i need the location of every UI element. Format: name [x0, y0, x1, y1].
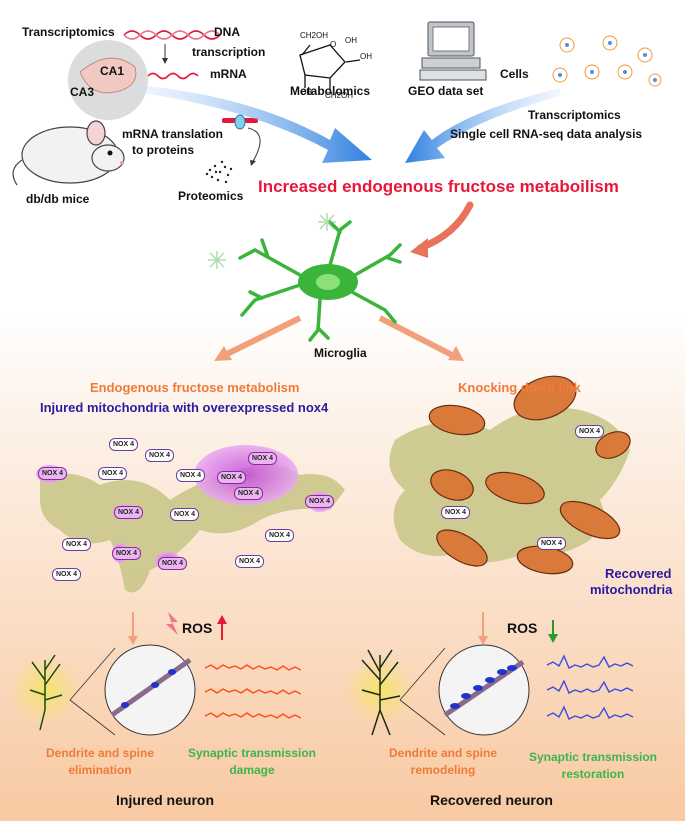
label-single-cell: Single cell RNA-seq data analysis [450, 127, 643, 141]
computer-icon [419, 21, 487, 81]
label-syn-right-1: Synaptic transmission [528, 750, 658, 764]
mouse-icon [12, 120, 125, 186]
synaptic-traces-damaged [204, 664, 302, 719]
label-mrna: mRNA [210, 67, 247, 81]
nox4-tag: NOX 4 [98, 467, 128, 480]
nox4-tag: NOX 4 [112, 547, 142, 560]
label-ca1: CA1 [100, 64, 125, 78]
nox4-tag: NOX 4 [158, 557, 188, 570]
label-transcriptomics-right: Transcriptomics [528, 108, 621, 122]
label-dend-left-2: elimination [68, 763, 132, 777]
label-ros-left: ROS [182, 620, 213, 636]
label-ch2oh-a: CH2OH [300, 31, 329, 40]
nox4-tag: NOX 4 [52, 568, 82, 581]
label-metabolomics: Metabolomics [290, 84, 371, 98]
small-microglia-icon [208, 213, 336, 269]
label-transcription: transcription [192, 45, 266, 59]
right-blue-arrow [405, 88, 560, 163]
label-oh-2: OH [345, 36, 357, 45]
ribosome-icon [222, 114, 261, 166]
injured-neuron-icon [29, 654, 63, 731]
mrna-icon [147, 72, 199, 80]
recovered-neuron-icon [361, 649, 401, 736]
label-microglia: Microglia [314, 346, 367, 360]
nox4-tag: NOX 4 [62, 538, 92, 551]
nox4-tag: NOX 4 [248, 452, 278, 465]
nox4-tag: NOX 4 [537, 537, 567, 550]
label-ros-right: ROS [507, 620, 538, 636]
nox4-tag: NOX 4 [38, 467, 68, 480]
injured-microglia-body [40, 463, 345, 593]
nox4-tag: NOX 4 [441, 506, 471, 519]
nox4-tag: NOX 4 [109, 438, 139, 451]
nox4-tag: NOX 4 [305, 495, 335, 508]
label-dend-right-2: remodeling [410, 763, 476, 777]
label-translation-1: mRNA translation [122, 127, 223, 141]
left-blue-arrow [135, 85, 372, 163]
fructose-structure-icon [299, 44, 361, 90]
synaptic-traces-restored [546, 654, 634, 720]
right-title: Knocking down khk [458, 380, 581, 395]
label-o-ring: O [330, 40, 337, 49]
label-recovered-1: Recovered [605, 566, 672, 581]
nox4-tag: NOX 4 [575, 425, 605, 438]
microglia-icon [238, 220, 402, 342]
lightning-icon [166, 612, 178, 635]
label-dend-left-1: Dendrite and spine [45, 746, 155, 760]
label-translation-2: to proteins [132, 143, 194, 157]
label-syn-left-1: Synaptic transmission [187, 746, 317, 760]
dna-helix-icon [123, 30, 221, 40]
label-syn-right-2: restoration [561, 767, 625, 781]
protein-dots-icon [205, 160, 233, 184]
label-dna: DNA [214, 25, 240, 39]
label-geo: GEO data set [408, 84, 484, 98]
nox4-tag: NOX 4 [234, 487, 264, 500]
label-dbdb: db/db mice [26, 192, 90, 206]
cells-icon [552, 35, 662, 87]
label-transcriptomics-top: Transcriptomics [22, 25, 115, 39]
recovered-mitochondria [428, 375, 631, 575]
label-proteomics: Proteomics [178, 189, 244, 203]
label-recovered-2: mitochondria [590, 582, 673, 597]
nox4-tag: NOX 4 [265, 529, 295, 542]
nox4-tag: NOX 4 [176, 469, 206, 482]
nox4-tag: NOX 4 [145, 449, 175, 462]
label-syn-left-2: damage [229, 763, 275, 777]
label-recovered-neuron: Recovered neuron [430, 792, 553, 808]
label-ch2oh-b: CH2OH [325, 91, 354, 100]
nox4-tag: NOX 4 [235, 555, 265, 568]
label-cells: Cells [500, 67, 529, 81]
main-title: Increased endogenous fructose metaboilis… [258, 177, 619, 196]
label-ca3: CA3 [70, 85, 95, 99]
arrow-right-branch [378, 315, 454, 358]
label-injured-neuron: Injured neuron [116, 792, 214, 808]
nox4-tag: NOX 4 [170, 508, 200, 521]
label-dend-right-1: Dendrite and spine [388, 746, 498, 760]
label-oh-1: OH [360, 52, 372, 61]
left-subtitle: Injured mitochondria with overexpressed … [40, 400, 329, 415]
label-oh-3: OH [300, 88, 312, 97]
nox4-tag: NOX 4 [114, 506, 144, 519]
arrow-left-branch [223, 315, 302, 358]
nox4-tag: NOX 4 [217, 471, 247, 484]
left-title: Endogenous fructose metabolism [90, 380, 300, 395]
